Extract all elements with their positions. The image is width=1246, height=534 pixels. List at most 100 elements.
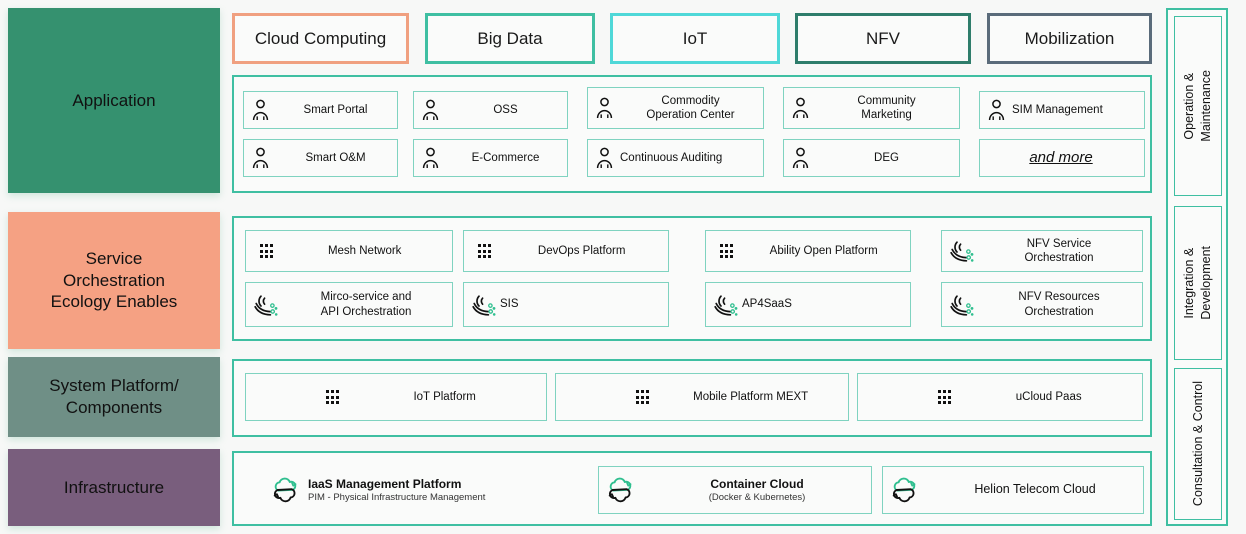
layer-label-system-platform: System Platform/ Components — [8, 357, 220, 437]
app-item-deg[interactable]: DEG — [783, 139, 960, 177]
service-item-ability-open-platform[interactable]: Ability Open Platform — [705, 230, 911, 272]
platform-item-label: uCloud Paas — [1015, 390, 1082, 403]
system-platform-panel: IoT Platform Mobile Platform MEXT uCloud… — [232, 359, 1152, 437]
category-label: Mobilization — [1024, 28, 1115, 48]
rail-item-consultation-control[interactable]: Consultation & Control — [1174, 368, 1222, 520]
app-item-sim-management[interactable]: SIM Management — [979, 91, 1145, 129]
app-item-label: and more — [1029, 148, 1093, 166]
dot-grid-icon — [246, 390, 345, 404]
infra-item-text: Container Cloud (Docker & Kubernetes) — [643, 477, 871, 503]
person-icon — [588, 147, 620, 169]
service-item-label: Mirco-service and API Orchestration — [320, 291, 412, 318]
app-item-label: DEG — [874, 151, 899, 164]
service-item-sis[interactable]: SIS — [463, 282, 669, 327]
infra-item-title: Helion Telecom Cloud — [974, 482, 1096, 497]
service-item-label: Ability Open Platform — [769, 244, 878, 257]
infra-item-container-cloud[interactable]: Container Cloud (Docker & Kubernetes) — [598, 466, 872, 514]
layer-label-text: Service Orchestration Ecology Enables — [50, 248, 178, 312]
service-item-label: SIS — [500, 298, 519, 311]
orchestration-icon — [942, 239, 978, 263]
platform-item-ucloud-paas[interactable]: uCloud Paas — [857, 373, 1143, 421]
app-item-and-more[interactable]: and more — [979, 139, 1145, 177]
layer-label-text: Application — [72, 90, 156, 110]
service-item-micro-service-api-orchestration[interactable]: Mirco-service and API Orchestration — [245, 282, 453, 327]
app-item-label: Commodity Operation Center — [646, 94, 735, 121]
infra-item-subtitle: (Docker & Kubernetes) — [708, 491, 806, 503]
service-item-label: NFV Service Orchestration — [1024, 237, 1094, 264]
app-item-smart-om[interactable]: Smart O&M — [243, 139, 398, 177]
category-cloud-computing[interactable]: Cloud Computing — [232, 13, 409, 64]
person-icon — [244, 99, 276, 121]
layer-label-application: Application — [8, 8, 220, 193]
infra-item-iaas-management-platform[interactable]: IaaS Management Platform PIM - Physical … — [264, 466, 604, 514]
app-item-community-marketing[interactable]: Community Marketing — [783, 87, 960, 129]
category-label: IoT — [682, 28, 708, 48]
cloud-icon — [599, 477, 643, 503]
app-item-label: OSS — [493, 103, 518, 116]
orchestration-icon — [942, 293, 978, 317]
infra-item-subtitle: PIM - Physical Infrastructure Management — [308, 491, 486, 503]
platform-item-iot-platform[interactable]: IoT Platform — [245, 373, 547, 421]
app-item-smart-portal[interactable]: Smart Portal — [243, 91, 398, 129]
category-nfv[interactable]: NFV — [795, 13, 971, 64]
infra-item-title: IaaS Management Platform — [308, 476, 462, 491]
rail-item-integration-development[interactable]: Integration & Development — [1174, 206, 1222, 360]
person-icon — [414, 147, 446, 169]
infrastructure-panel: IaaS Management Platform PIM - Physical … — [232, 451, 1152, 526]
right-rail: Operation & Maintenance Integration & De… — [1166, 8, 1228, 526]
service-item-mesh-network[interactable]: Mesh Network — [245, 230, 453, 272]
category-mobilization[interactable]: Mobilization — [987, 13, 1152, 64]
app-item-label: SIM Management — [1012, 103, 1103, 116]
service-orchestration-panel: Mesh Network DevOps Platform Ability Ope… — [232, 216, 1152, 341]
layer-label-text: System Platform/ Components — [49, 376, 179, 417]
category-big-data[interactable]: Big Data — [425, 13, 595, 64]
rail-item-operation-maintenance[interactable]: Operation & Maintenance — [1174, 16, 1222, 196]
cloud-icon — [883, 477, 927, 503]
category-label: NFV — [866, 28, 900, 48]
person-icon — [980, 99, 1012, 121]
platform-item-mobile-platform-mext[interactable]: Mobile Platform MEXT — [555, 373, 849, 421]
category-row: Cloud Computing Big Data IoT NFV Mobiliz… — [232, 13, 1152, 64]
dot-grid-icon — [706, 244, 739, 258]
app-item-commodity-operation-center[interactable]: Commodity Operation Center — [587, 87, 764, 129]
person-icon — [414, 99, 446, 121]
person-icon — [784, 147, 816, 169]
layer-label-service-orchestration: Service Orchestration Ecology Enables — [8, 212, 220, 349]
service-item-label: NFV Resources Orchestration — [1018, 291, 1100, 318]
service-item-label: Mesh Network — [327, 244, 402, 257]
app-item-e-commerce[interactable]: E-Commerce — [413, 139, 568, 177]
service-item-nfv-resources-orchestration[interactable]: NFV Resources Orchestration — [941, 282, 1143, 327]
category-label: Cloud Computing — [254, 28, 387, 48]
app-item-oss[interactable]: OSS — [413, 91, 568, 129]
rail-item-label: Operation & Maintenance — [1182, 70, 1213, 142]
platform-item-label: Mobile Platform MEXT — [693, 390, 809, 403]
service-item-label: DevOps Platform — [537, 244, 626, 257]
app-item-continuous-auditing[interactable]: Continuous Auditing — [587, 139, 764, 177]
app-item-label: Smart O&M — [305, 151, 366, 164]
service-item-devops-platform[interactable]: DevOps Platform — [463, 230, 669, 272]
service-item-ap4saas[interactable]: AP4SaaS — [705, 282, 911, 327]
infra-item-helion-telecom-cloud[interactable]: Helion Telecom Cloud — [882, 466, 1144, 514]
app-item-label: Smart Portal — [303, 103, 368, 116]
layer-label-text: Infrastructure — [63, 477, 165, 497]
app-item-label: Continuous Auditing — [620, 151, 723, 164]
category-label: Big Data — [477, 28, 543, 48]
dot-grid-icon — [556, 390, 655, 404]
rail-item-label: Integration & Development — [1182, 246, 1213, 320]
layer-label-infrastructure: Infrastructure — [8, 449, 220, 526]
orchestration-icon — [246, 293, 282, 317]
person-icon — [244, 147, 276, 169]
orchestration-icon — [706, 293, 742, 317]
dot-grid-icon — [858, 390, 957, 404]
category-iot[interactable]: IoT — [610, 13, 780, 64]
application-panel: Smart Portal OSS Commodity Operation Cen… — [232, 75, 1152, 193]
app-item-label: E-Commerce — [471, 151, 540, 164]
service-item-label: AP4SaaS — [742, 298, 792, 311]
platform-item-label: IoT Platform — [413, 390, 476, 403]
person-icon — [588, 97, 620, 119]
infra-item-title: Container Cloud — [710, 476, 804, 491]
service-item-nfv-service-orchestration[interactable]: NFV Service Orchestration — [941, 230, 1143, 272]
rail-item-label: Consultation & Control — [1190, 381, 1205, 507]
app-item-label: Community Marketing — [857, 94, 916, 121]
